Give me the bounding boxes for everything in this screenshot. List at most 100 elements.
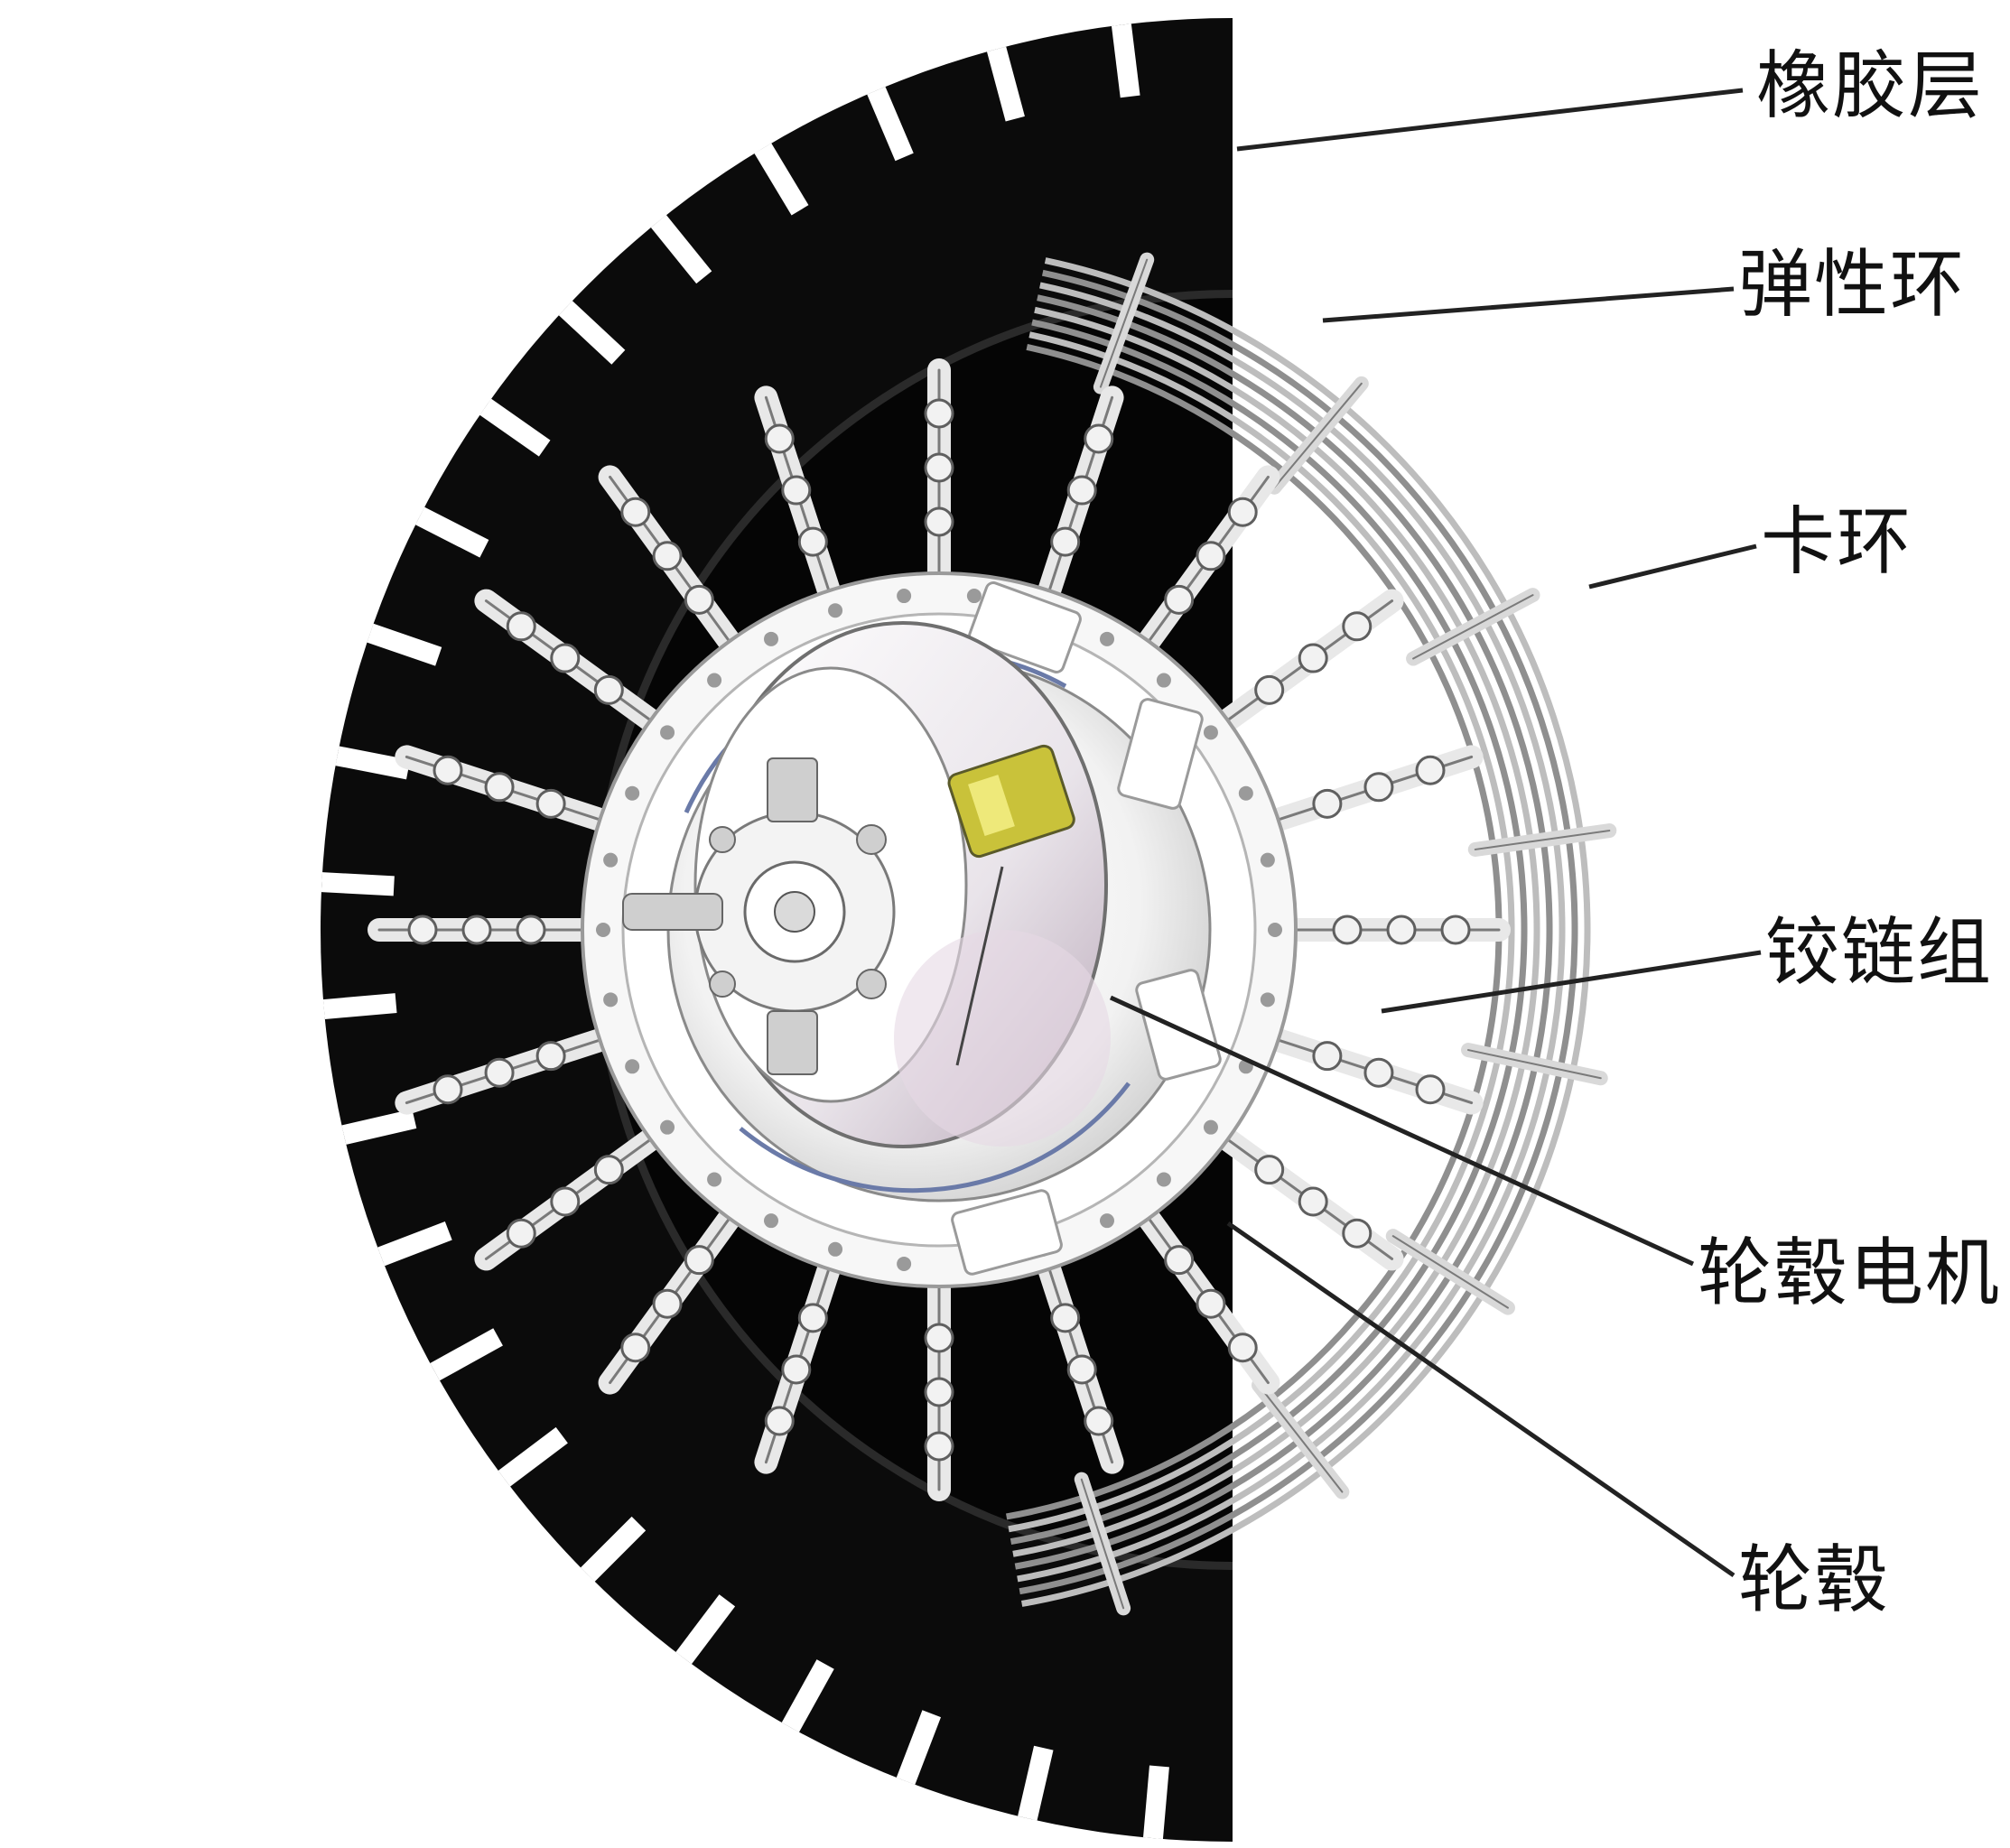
- leader-rubber-layer: [1236, 88, 1744, 152]
- bolt-hole: [966, 589, 982, 604]
- elastic-ring-band: [1021, 257, 1591, 1607]
- bolt-hole: [625, 1059, 640, 1074]
- tread-notch: [896, 1710, 941, 1785]
- tread-notch: [650, 215, 712, 284]
- leader-elastic-ring: [1322, 286, 1735, 323]
- hinge-group: [1033, 385, 1124, 616]
- bolt-hole: [897, 1256, 912, 1271]
- leader-snap-ring: [1588, 543, 1757, 590]
- leader-hub-motor: [1109, 995, 1695, 1267]
- hinge-group: [395, 1024, 625, 1115]
- bolt-hole: [1260, 852, 1275, 868]
- tread-notch: [415, 506, 489, 558]
- bolt-hole: [1100, 631, 1114, 646]
- bolt-hole: [603, 992, 619, 1008]
- tread-notch: [1111, 23, 1140, 98]
- bolt-hole: [707, 1172, 722, 1187]
- elastic-ring-band: [1017, 282, 1566, 1583]
- hinge-group: [1270, 915, 1511, 945]
- tire-tread-blocks: [321, 23, 1169, 1840]
- snap-ring-outline: [1391, 1235, 1509, 1309]
- hinge-group: [924, 358, 954, 599]
- tread-notch: [754, 143, 809, 216]
- hinge-group: [1129, 465, 1280, 664]
- snap-ring-outline: [1474, 830, 1611, 850]
- label-hub: 轮毂: [1738, 1537, 1891, 1623]
- tread-notch: [1018, 1745, 1054, 1821]
- elastic-ring-band: [1008, 331, 1515, 1533]
- hinge-group: [1253, 745, 1484, 836]
- tread-notch: [498, 1426, 568, 1487]
- leader-hub: [1226, 1221, 1735, 1578]
- snap-ring-outline: [1467, 1049, 1602, 1080]
- label-hinge-group: 铰链组: [1765, 910, 1994, 996]
- hinge-group: [1205, 589, 1404, 740]
- bolt-hole: [1100, 1213, 1114, 1229]
- leader-hinge-group: [1381, 950, 1762, 1014]
- tread-notch: [675, 1594, 736, 1665]
- tread-notch: [341, 1109, 417, 1145]
- bolt-hole: [1156, 1172, 1171, 1187]
- snap-rings: [1074, 252, 1617, 1616]
- tread-notch: [430, 1328, 503, 1381]
- hub-motor: [622, 621, 1111, 1148]
- bolt-hole: [764, 1213, 778, 1229]
- hinge-group: [754, 1244, 845, 1474]
- elastic-ring-band: [1010, 319, 1528, 1545]
- bolt-hole: [707, 673, 722, 688]
- bolt-hole: [625, 785, 640, 801]
- elastic-ring-band: [1012, 306, 1540, 1557]
- hinge-group: [1033, 1244, 1124, 1474]
- snap-ring-outline: [1080, 1478, 1125, 1610]
- tread-notch: [367, 623, 442, 666]
- hinge-group: [924, 1261, 954, 1501]
- label-rubber-layer: 橡胶层: [1756, 43, 1985, 129]
- elastic-ring-band: [1019, 269, 1578, 1595]
- tread-notch: [335, 746, 411, 780]
- motor-connector: [947, 744, 1075, 859]
- bolt-hole: [1238, 785, 1253, 801]
- snap-ring-outline: [1099, 258, 1149, 388]
- snap-ring-outline: [1258, 1384, 1344, 1493]
- tread-notch: [377, 1221, 452, 1267]
- label-elastic-ring: 弹性环: [1738, 242, 1967, 328]
- bolt-hole: [828, 603, 843, 618]
- tread-notch: [867, 86, 914, 162]
- tread-notch: [581, 1516, 647, 1582]
- bolt-hole: [1260, 992, 1275, 1008]
- bolt-hole: [764, 631, 778, 646]
- tread-notch: [321, 872, 395, 896]
- hinge-group: [1205, 1119, 1404, 1271]
- bolt-hole: [596, 923, 610, 937]
- bolt-hole: [1203, 1119, 1218, 1135]
- bolt-hole: [1268, 923, 1282, 937]
- bolt-hole: [660, 725, 675, 740]
- bolt-hole: [1156, 673, 1171, 688]
- hinge-groups: [368, 358, 1511, 1501]
- hinge-group: [1253, 1024, 1484, 1115]
- tread-notch: [322, 993, 397, 1019]
- snap-ring-outline: [1273, 382, 1363, 488]
- tread-notch: [479, 398, 551, 457]
- bolt-hole: [660, 1119, 675, 1135]
- hinge-group: [368, 915, 608, 945]
- label-hub-motor: 轮毂电机: [1698, 1230, 2002, 1316]
- hinge-group: [395, 745, 625, 836]
- bolt-hole: [1203, 725, 1218, 740]
- tread-notch: [558, 301, 626, 365]
- bolt-hole: [603, 852, 619, 868]
- elastic-ring-band: [1014, 294, 1553, 1570]
- snap-ring-outline: [1412, 594, 1534, 660]
- hinge-group: [754, 385, 845, 616]
- tread-notch: [781, 1659, 834, 1732]
- leader-lines: [1109, 88, 1762, 1578]
- tread-notch: [1143, 1765, 1169, 1840]
- hinge-group: [1129, 1195, 1280, 1395]
- tread-notch: [986, 46, 1025, 122]
- bolt-hole: [897, 589, 912, 604]
- hinge-group: [474, 589, 674, 740]
- label-snap-ring: 卡环: [1761, 499, 1913, 585]
- hinge-group: [474, 1119, 674, 1271]
- hinge-group: [598, 465, 749, 664]
